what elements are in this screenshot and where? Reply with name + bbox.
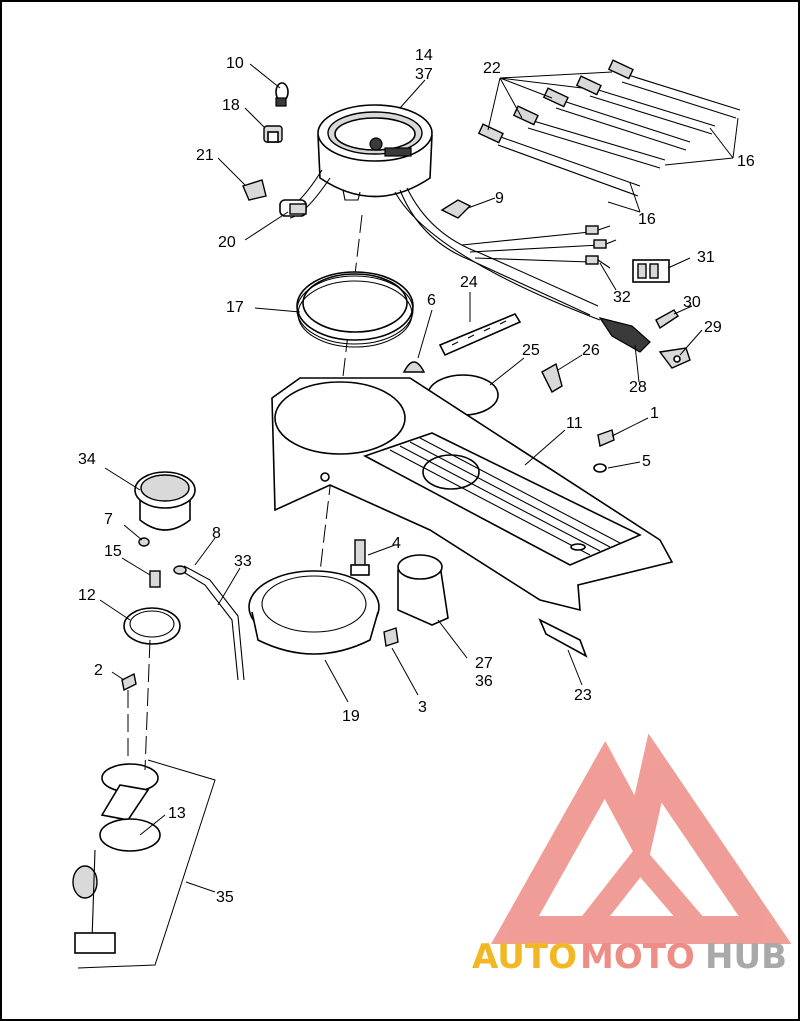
bulb-socket [279, 199, 307, 217]
ignition-switch [397, 554, 449, 626]
callout-35: 35 [216, 889, 234, 906]
watermark-text: AUTO MOTO HUB [472, 937, 787, 977]
watermark-auto: AUTO [472, 937, 577, 977]
fuel-sender [72, 763, 161, 954]
callout-33: 33 [234, 553, 252, 570]
callout-34: 34 [78, 451, 96, 468]
callout-31: 31 [697, 249, 715, 266]
callout-7: 7 [104, 511, 113, 528]
stud [350, 539, 370, 576]
gasket-ring [296, 271, 414, 348]
watermark-moto: MOTO [580, 937, 695, 977]
screw-bottom [383, 627, 399, 647]
connector-plug [598, 317, 651, 353]
callout-10: 10 [226, 55, 244, 72]
gauge-axis-line [144, 639, 151, 771]
callout-27: 27 [475, 655, 493, 672]
grommet [242, 179, 267, 201]
callout-20: 20 [218, 234, 236, 251]
callout-16-top: 16 [737, 153, 755, 170]
callout-14: 14 [415, 47, 433, 64]
callout-23: 23 [574, 687, 592, 704]
callout-2: 2 [94, 662, 103, 679]
indicator-lamp-bar [438, 313, 522, 357]
watermark-hub: HUB [705, 937, 787, 977]
callout-32: 32 [613, 289, 631, 306]
callout-16-bottom: 16 [638, 211, 656, 228]
callout-15: 15 [104, 543, 122, 560]
callout-25: 25 [522, 342, 540, 359]
callout-18: 18 [222, 97, 240, 114]
ground-wire [173, 565, 245, 681]
terminal [658, 347, 691, 369]
fuel-gauge [134, 471, 196, 531]
callout-37: 37 [415, 66, 433, 83]
callout-5: 5 [642, 453, 651, 470]
callout-12: 12 [78, 587, 96, 604]
callout-24: 24 [460, 274, 478, 291]
watermark-logo [491, 733, 792, 944]
callout-30: 30 [683, 294, 701, 311]
callout-28: 28 [629, 379, 647, 396]
callout-13: 13 [168, 805, 186, 822]
callout-17: 17 [226, 299, 244, 316]
screw [597, 429, 615, 447]
callout-4: 4 [392, 535, 401, 552]
callout-3: 3 [418, 699, 427, 716]
connector-housing [632, 259, 670, 283]
callout-29: 29 [704, 319, 722, 336]
wire-leads [477, 59, 741, 197]
callout-19: 19 [342, 708, 360, 725]
gauge-bulb [149, 570, 161, 588]
bracket [541, 362, 563, 393]
callout-6: 6 [427, 292, 436, 309]
acorn-nut [402, 361, 426, 373]
mounting-screw [121, 672, 137, 692]
leader-lines [77, 63, 739, 969]
gauge-gasket [123, 607, 181, 645]
terminal-pin [655, 309, 679, 330]
clip [440, 199, 472, 219]
callout-22: 22 [483, 60, 501, 77]
console-bracket [538, 618, 588, 658]
speedometer [317, 104, 433, 201]
callout-26: 26 [582, 342, 600, 359]
console-housing [271, 377, 674, 612]
callout-9: 9 [495, 190, 504, 207]
lamp-holder [263, 125, 283, 143]
callout-21: 21 [196, 147, 214, 164]
callout-1: 1 [650, 405, 659, 422]
washer [593, 463, 607, 473]
mounting-ring [248, 570, 380, 655]
callout-labels: 10 18 21 20 14 37 22 16 16 9 31 32 17 30… [78, 47, 755, 906]
callout-8: 8 [212, 525, 221, 542]
callout-11: 11 [566, 415, 583, 432]
callout-36: 36 [475, 673, 493, 690]
